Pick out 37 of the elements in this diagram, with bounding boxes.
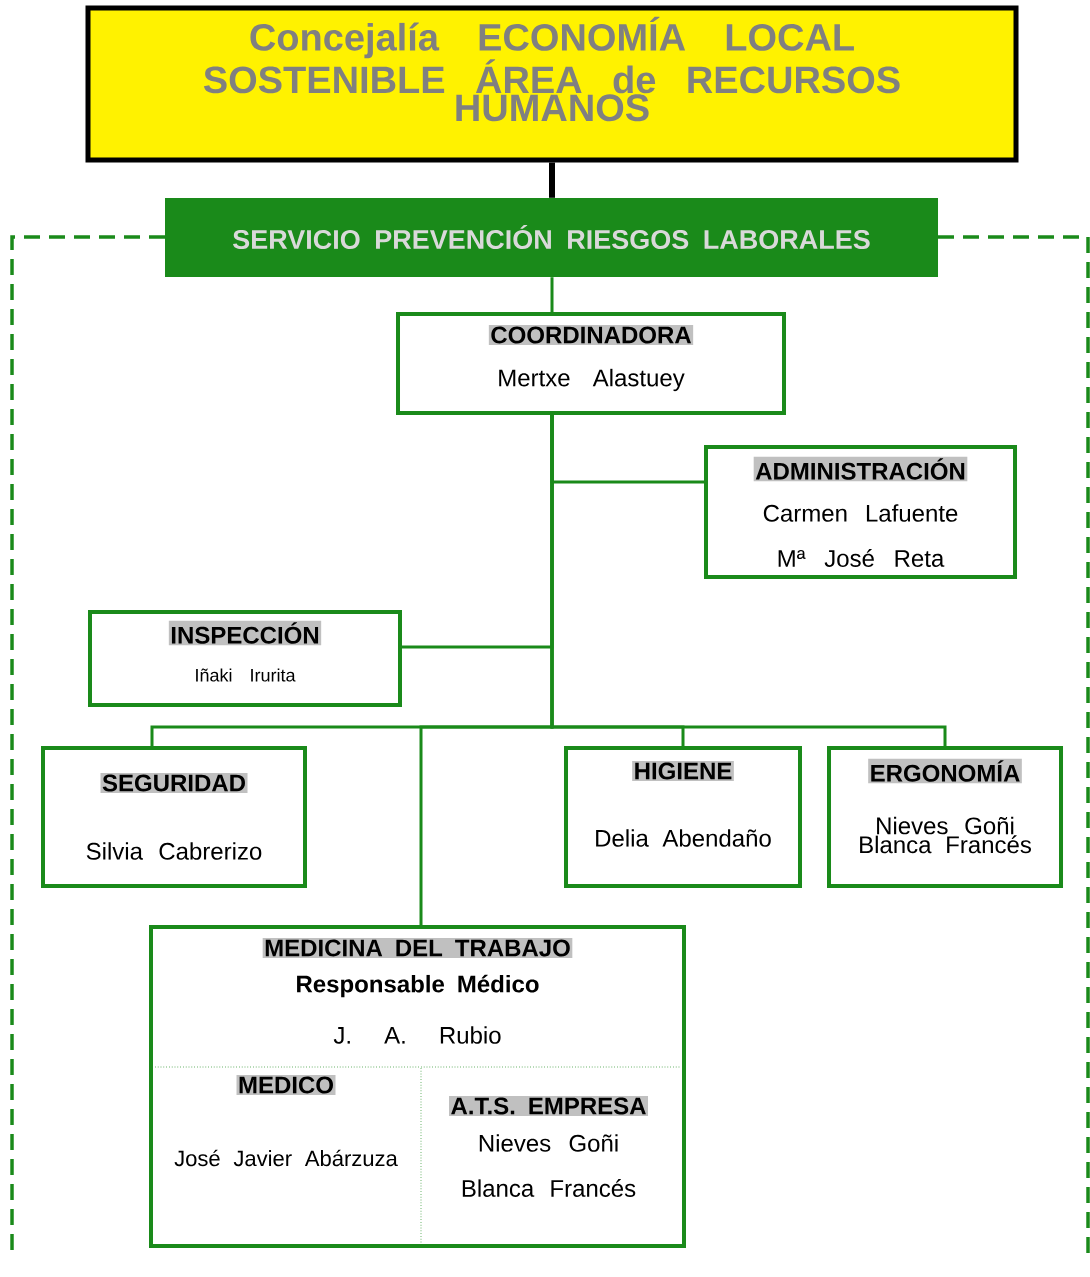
title-text: Concejalía ECONOMÍA LOCAL SOSTENIBLE ÁREA de RECURSOS HUMANOS <box>203 16 900 122</box>
name-text: Iñaki Irurita <box>196 668 296 682</box>
name-text: Nieves Goñi <box>479 1134 618 1152</box>
service-band <box>165 198 938 277</box>
org-panel <box>174 1075 398 1167</box>
box-heading: HIGIENE <box>635 762 732 780</box>
name-text: Blanca Francés <box>462 1179 636 1197</box>
org-box <box>396 312 786 415</box>
box-heading: SEGURIDAD <box>102 774 245 792</box>
name-text: Carmen Lafuente <box>763 504 958 522</box>
org-panel <box>449 1096 648 1197</box>
connector <box>550 277 554 312</box>
org-box <box>827 746 1063 888</box>
title-box <box>85 5 1019 163</box>
box-heading: INSPECCIÓN <box>171 622 319 644</box>
org-box <box>149 925 686 1248</box>
org-box <box>41 746 307 888</box>
org-box <box>88 610 402 707</box>
name-text: Mª José Reta <box>778 549 945 567</box>
org-box <box>704 445 1017 579</box>
name-text: Nieves Goñi Blanca Francés <box>860 816 1031 854</box>
name-text: Silvia Cabrerizo <box>86 842 262 860</box>
box-heading: A.T.S. EMPRESA <box>451 1097 646 1115</box>
role-text: Responsable Médico <box>297 974 539 998</box>
name-text: Delia Abendaño <box>596 829 771 847</box>
box-heading: COORDINADORA <box>491 326 692 344</box>
box-heading: ADMINISTRACIÓN <box>755 458 965 480</box>
box-heading: MEDICINA DEL TRABAJO <box>265 939 570 957</box>
name-text: José Javier Abárzuza <box>174 1149 398 1167</box>
band-title: SERVICIO PREVENCIÓN RIESGOS LABORALES <box>233 224 870 250</box>
org-box <box>564 746 802 888</box>
name-text: J. A. Rubio <box>333 1026 501 1044</box>
connector <box>419 415 554 925</box>
box-heading: MEDICO <box>239 1076 333 1094</box>
name-text: Mertxe Alastuey <box>499 368 685 392</box>
connector <box>549 162 555 198</box>
box-heading: ERGONOMÍA <box>871 760 1020 782</box>
